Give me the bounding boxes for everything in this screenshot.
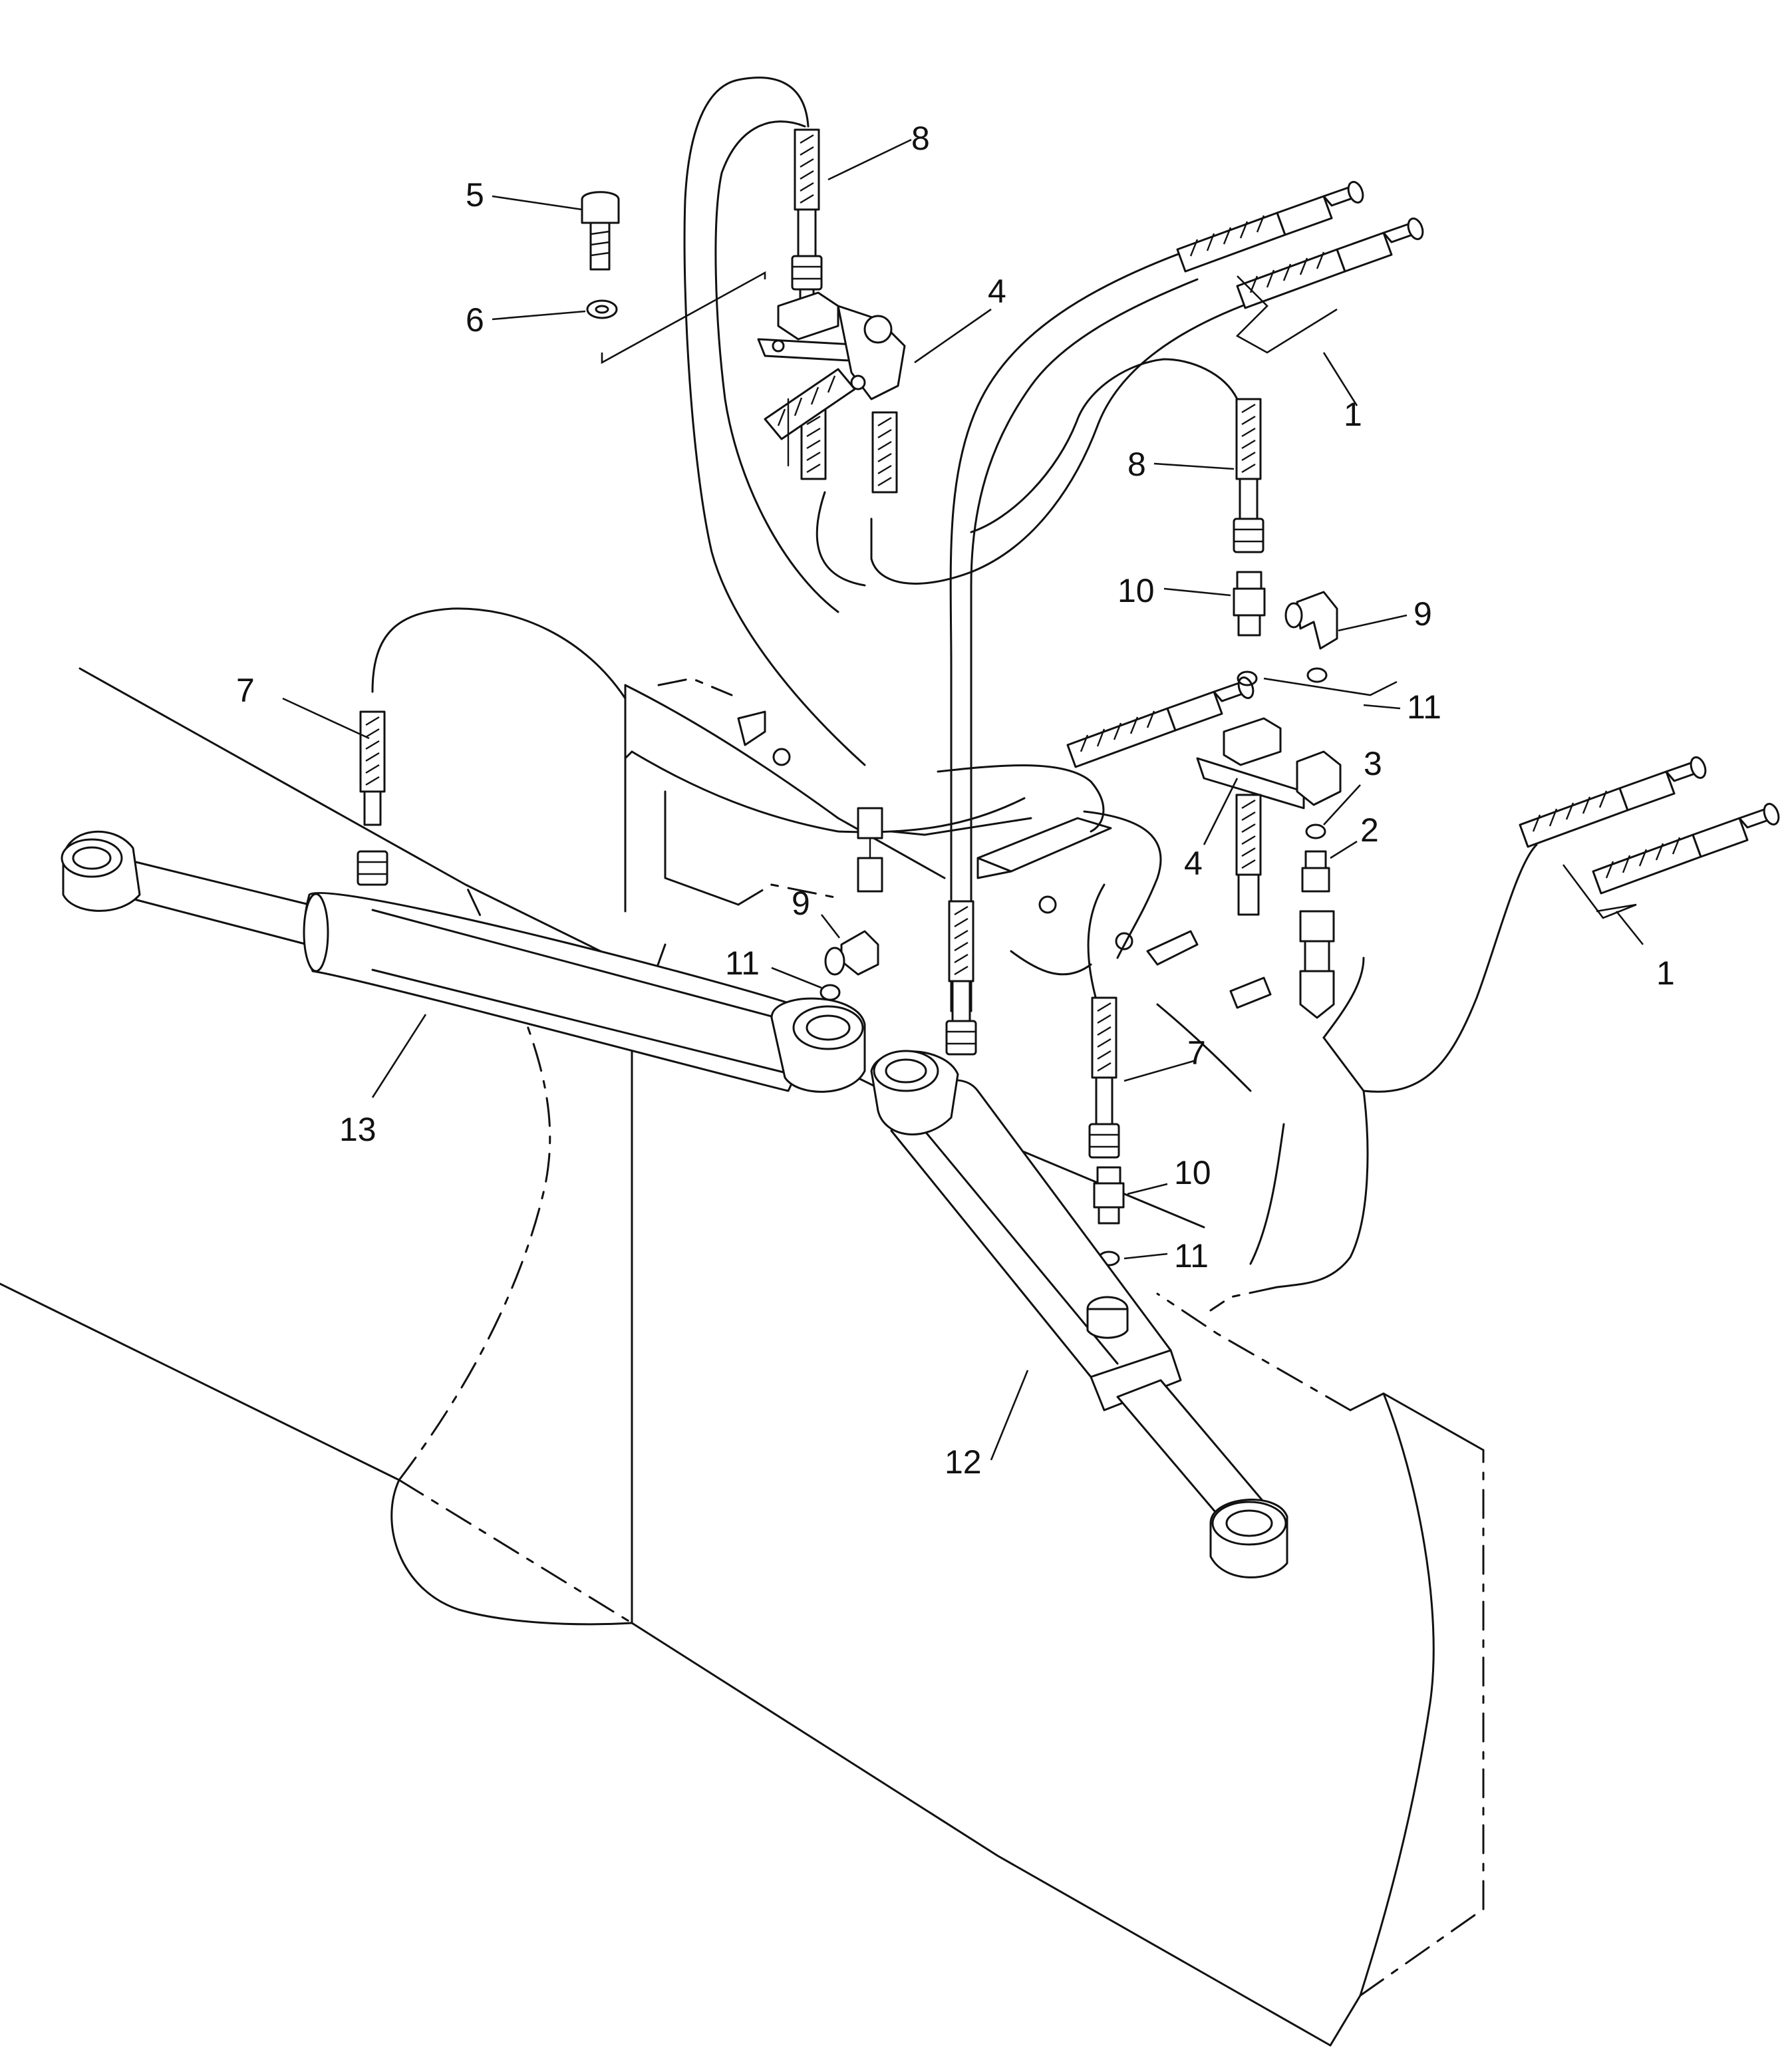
adapter-stack-right — [1299, 910, 1335, 1019]
o-ring-3 — [1305, 823, 1326, 839]
callout-12: 12 — [945, 1443, 982, 1481]
elbow-9-lower — [824, 930, 879, 976]
hose-pair-1-right — [1519, 754, 1782, 895]
callout-1-right: 1 — [1656, 955, 1675, 992]
callout-4-top: 4 — [988, 273, 1006, 310]
o-ring-11-c — [819, 984, 841, 1001]
callout-10-lower: 10 — [1174, 1154, 1211, 1191]
callout-10-top: 10 — [1117, 572, 1155, 609]
washer-6 — [586, 299, 618, 319]
callout-4-right: 4 — [1184, 845, 1203, 882]
center-fitting — [857, 807, 883, 893]
callout-labels: 8 5 6 4 1 8 10 9 11 3 2 4 1 7 9 11 7 10 … — [236, 120, 1675, 1481]
callout-6: 6 — [466, 301, 484, 339]
hose-end-7-left — [357, 710, 388, 886]
callout-9-top: 9 — [1413, 595, 1432, 633]
callout-9-lower: 9 — [792, 885, 810, 922]
hose-end-7-right — [1088, 996, 1120, 1159]
o-ring-11-b — [1306, 667, 1328, 683]
o-ring-11-a — [1237, 670, 1258, 686]
bolt-5 — [581, 191, 620, 271]
elbow-9-top — [1284, 591, 1338, 650]
callout-1-top: 1 — [1344, 396, 1362, 433]
callout-7-left: 7 — [236, 672, 255, 709]
hose-end-8-right — [1233, 398, 1264, 553]
callout-8-right: 8 — [1127, 446, 1146, 483]
callout-8-top: 8 — [911, 120, 930, 157]
callout-2: 2 — [1360, 812, 1379, 849]
hydraulic-hoses — [371, 76, 1538, 1093]
leader-lines — [282, 138, 1644, 1461]
hose-end-8-top — [791, 128, 823, 304]
adapter-10-top — [1233, 571, 1266, 637]
block-4-right — [1196, 717, 1342, 916]
hose-pair-1-top — [1176, 179, 1427, 309]
callout-7-right: 7 — [1187, 1034, 1206, 1072]
hose-end-12-top — [945, 900, 977, 1056]
callout-11-left: 11 — [725, 945, 760, 982]
bracket-leader-6 — [601, 271, 766, 365]
callout-13: 13 — [339, 1111, 376, 1148]
callout-11-top: 11 — [1407, 688, 1441, 726]
block-4-top — [757, 291, 906, 467]
tilt-frame — [624, 677, 1272, 1092]
callout-5: 5 — [466, 176, 484, 214]
adapter-10-lower — [1093, 1166, 1125, 1225]
bracket-leader-11 — [1263, 677, 1398, 696]
callout-11-lower: 11 — [1174, 1237, 1209, 1274]
fitting-2 — [1301, 850, 1330, 893]
callout-3: 3 — [1364, 745, 1382, 782]
cylinder-12 — [870, 1050, 1288, 1578]
cylinder-13 — [61, 830, 866, 1093]
